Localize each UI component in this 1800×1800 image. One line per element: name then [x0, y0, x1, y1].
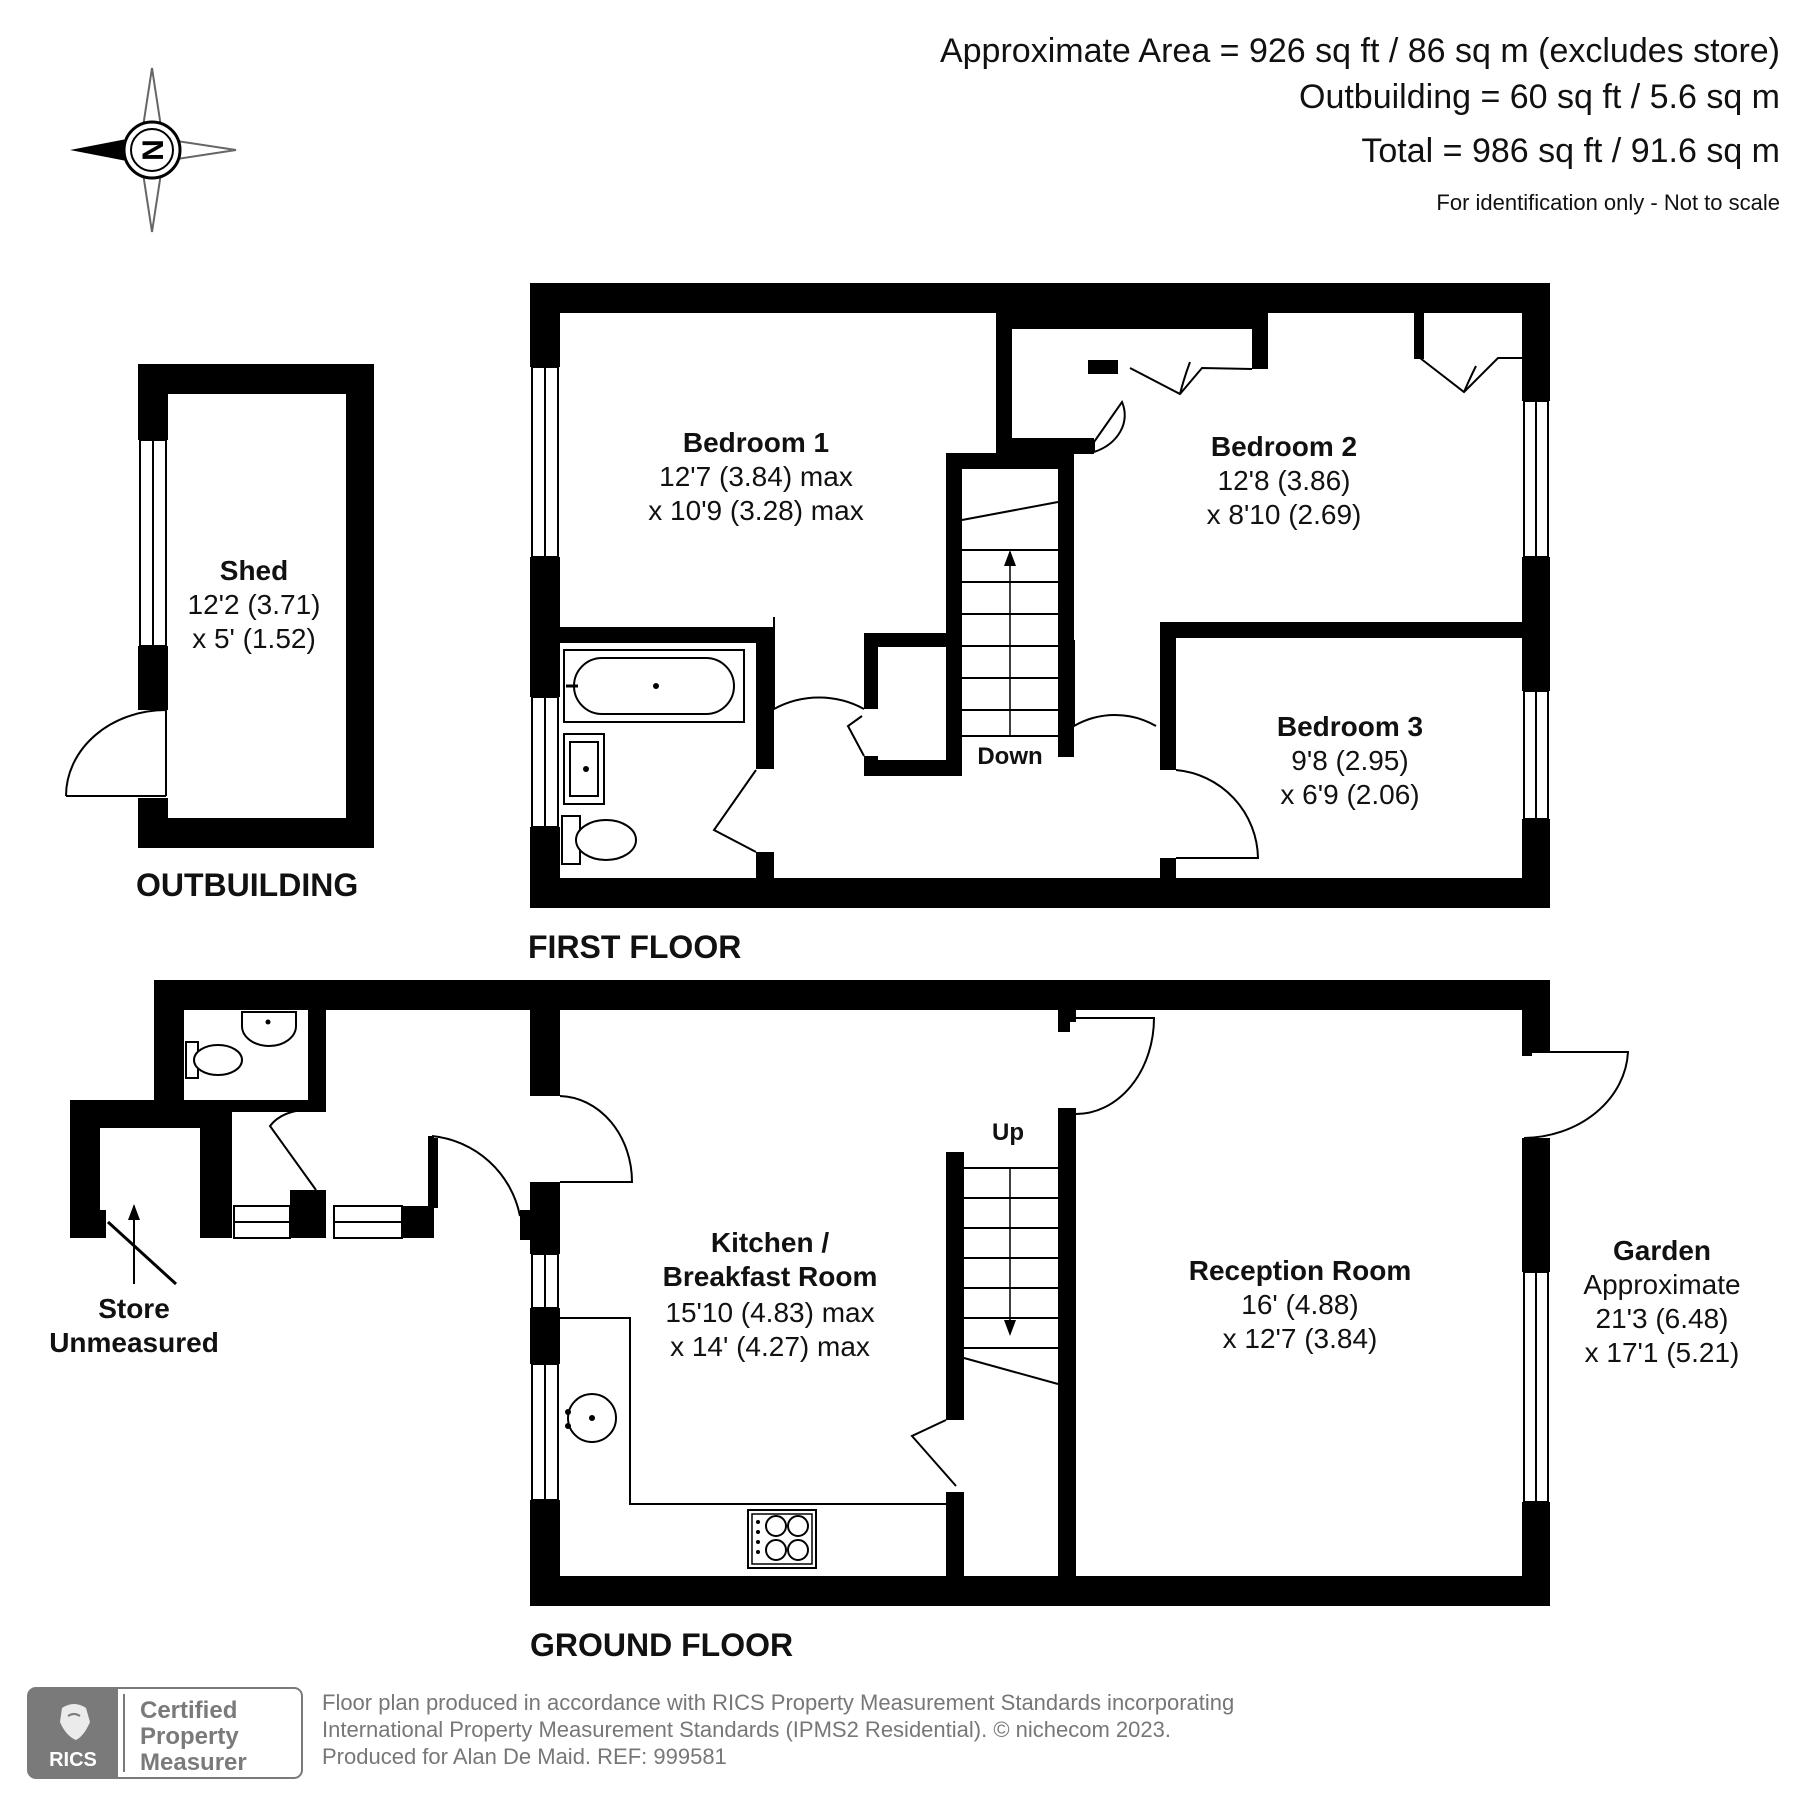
label-outbuilding: OUTBUILDING: [136, 867, 358, 903]
bath-icon: [563, 649, 745, 723]
toilet-icon: [561, 815, 637, 865]
cupboard-door: [846, 715, 865, 757]
stairs-down-label: Down: [977, 743, 1042, 770]
bedroom3-door: [1175, 769, 1260, 859]
garden-name: Garden: [1613, 1235, 1711, 1266]
kitchen-dim1: 15'10 (4.83) max: [665, 1297, 874, 1328]
bedroom1-dim1: 12'7 (3.84) max: [659, 461, 853, 492]
bedroom1-door: [773, 617, 865, 711]
shed-name: Shed: [220, 555, 288, 586]
area-line-1: Approximate Area = 926 sq ft / 86 sq m (…: [940, 32, 1780, 70]
bedroom2-dim2: x 8'10 (2.69): [1207, 499, 1362, 530]
bedroom3-dim1: 9'8 (2.95): [1291, 745, 1408, 776]
footer-line-1: Floor plan produced in accordance with R…: [322, 1690, 1234, 1715]
badge-brand: RICS: [49, 1749, 97, 1771]
shed-dim1: 12'2 (3.71): [188, 589, 321, 620]
footer-line-3: Produced for Alan De Maid. REF: 999581: [322, 1744, 727, 1769]
badge-line-2: Property: [140, 1723, 239, 1750]
first-floor-stairs: [961, 501, 1059, 737]
compass-rose-icon: N: [70, 67, 237, 233]
badge-line-1: Certified: [140, 1697, 237, 1724]
compass-letter: N: [137, 139, 170, 161]
garden-door: [1522, 1051, 1630, 1139]
ground-floor-plan: [70, 980, 1630, 1606]
kitchen-name-2: Breakfast Room: [663, 1261, 878, 1292]
shed-dim2: x 5' (1.52): [192, 623, 316, 654]
wc-basin-icon: [241, 1011, 297, 1047]
understairs-door: [910, 1419, 957, 1487]
shed-door: [65, 709, 167, 797]
reception-dim1: 16' (4.88): [1241, 1289, 1358, 1320]
wc-door: [268, 1108, 317, 1191]
bathroom-door: [712, 769, 757, 853]
first-floor-plan: [530, 283, 1550, 908]
kitchen-name-1: Kitchen /: [711, 1227, 829, 1258]
reception-door: [1075, 1017, 1156, 1115]
reception-name: Reception Room: [1189, 1255, 1411, 1286]
landing-door: [1073, 640, 1157, 728]
kitchen-dim2: x 14' (4.27) max: [670, 1331, 870, 1362]
store-door: [106, 1220, 178, 1286]
bedroom2-dim1: 12'8 (3.86): [1218, 465, 1351, 496]
outbuilding-plan: [65, 364, 374, 848]
garden-dim0: Approximate: [1583, 1269, 1740, 1300]
bedroom3-name: Bedroom 3: [1277, 711, 1423, 742]
bedroom2-door: [1093, 399, 1126, 453]
bedroom1-name: Bedroom 1: [683, 427, 829, 458]
label-first-floor: FIRST FLOOR: [528, 929, 741, 965]
front-door: [431, 1135, 521, 1217]
wc-toilet-icon: [185, 1041, 243, 1079]
sink-icon: [565, 1393, 617, 1443]
ground-floor-stairs: [963, 1167, 1059, 1385]
rics-badge: RICS Certified Property Measurer: [27, 1687, 303, 1779]
area-line-3: Total = 986 sq ft / 91.6 sq m: [1361, 132, 1780, 170]
hob-icon: [747, 1509, 817, 1569]
footer-line-2: International Property Measurement Stand…: [322, 1717, 1171, 1742]
basin-icon: [563, 733, 605, 805]
reception-dim2: x 12'7 (3.84): [1223, 1323, 1378, 1354]
label-ground-floor: GROUND FLOOR: [530, 1627, 793, 1663]
garden-dim2: x 17'1 (5.21): [1585, 1337, 1740, 1368]
stairs-up-label: Up: [992, 1119, 1024, 1146]
kitchen-worktop: [560, 1317, 946, 1505]
area-line-2: Outbuilding = 60 sq ft / 5.6 sq m: [1299, 78, 1780, 116]
store-name: Store: [98, 1293, 170, 1324]
disclaimer: For identification only - Not to scale: [1436, 190, 1780, 215]
bedroom1-dim2: x 10'9 (3.28) max: [648, 495, 863, 526]
badge-line-3: Measurer: [140, 1749, 247, 1776]
rics-lion-icon: [60, 1704, 90, 1740]
bedroom3-dim2: x 6'9 (2.06): [1280, 779, 1419, 810]
store-note: Unmeasured: [49, 1327, 219, 1358]
bedroom2-name: Bedroom 2: [1211, 431, 1357, 462]
garden-dim1: 21'3 (6.48): [1596, 1303, 1729, 1334]
kitchen-door: [559, 1095, 634, 1183]
